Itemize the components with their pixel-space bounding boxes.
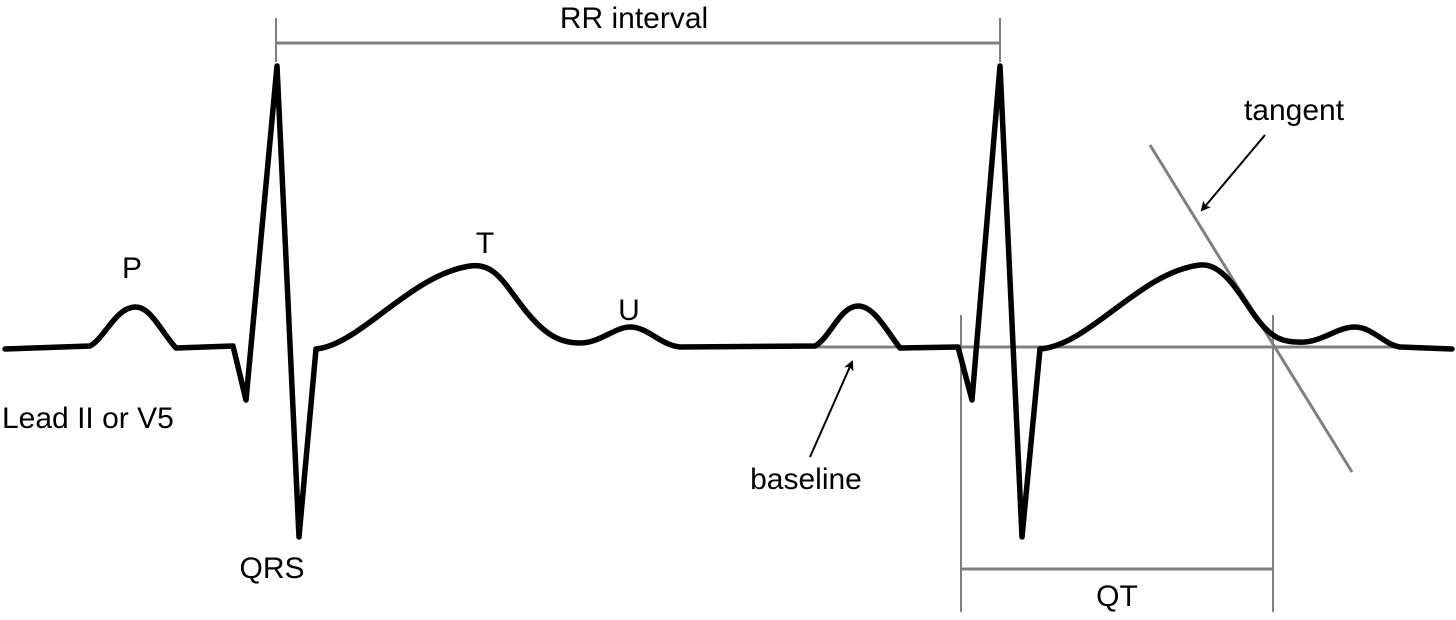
p-wave-label: P bbox=[122, 252, 142, 285]
baseline-arrow bbox=[809, 360, 854, 458]
rr-interval-label: RR interval bbox=[560, 2, 708, 35]
tangent-label: tangent bbox=[1244, 94, 1345, 127]
t-wave-label: T bbox=[476, 227, 494, 260]
qt-interval-bracket bbox=[960, 315, 1274, 612]
lead-label: Lead II or V5 bbox=[2, 402, 174, 435]
rr-interval-bracket bbox=[275, 18, 1001, 62]
u-wave-label: U bbox=[618, 294, 640, 327]
ecg-trace bbox=[2, 63, 1455, 540]
tangent-arrow bbox=[1200, 134, 1266, 212]
qrs-label: QRS bbox=[239, 552, 304, 585]
qt-label: QT bbox=[1096, 580, 1138, 613]
baseline-label: baseline bbox=[750, 463, 862, 496]
